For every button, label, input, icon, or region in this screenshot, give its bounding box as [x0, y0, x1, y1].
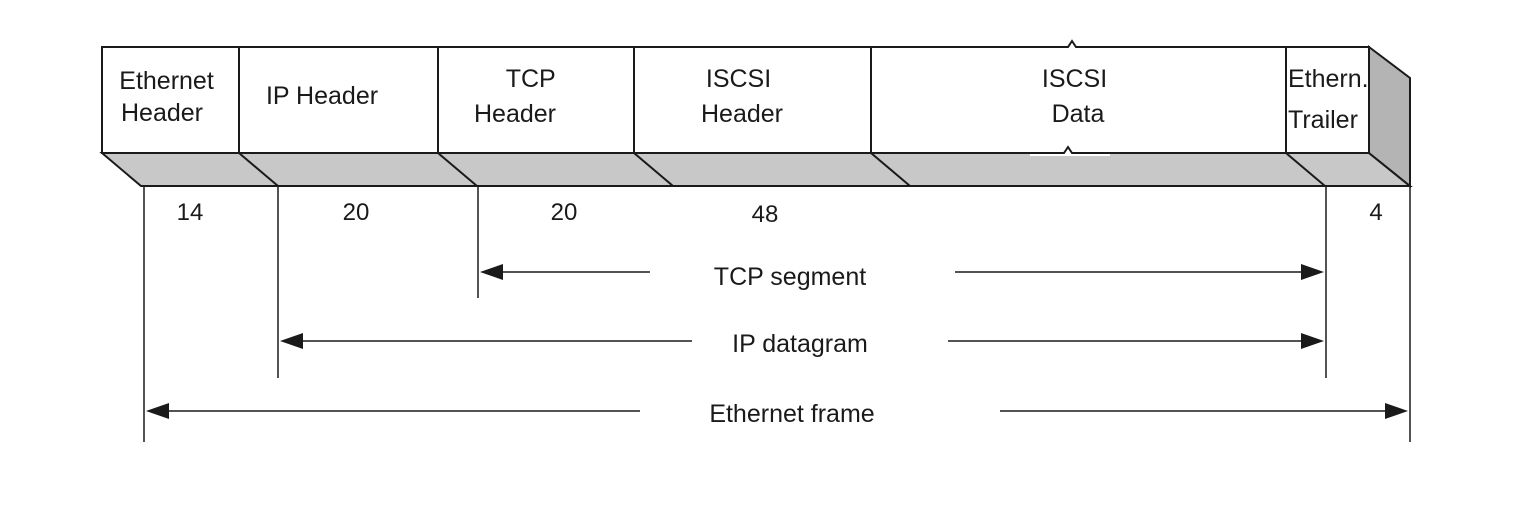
field-size-ethernet-header: 14 — [177, 199, 204, 226]
field-label-ip-header: IP Header — [266, 82, 378, 110]
ledge-divider — [870, 152, 911, 187]
arrowhead-left-icon — [146, 403, 169, 419]
frame-bottom-ledge — [99, 152, 1413, 187]
ledge-divider — [1285, 152, 1326, 187]
field-label-iscsi-header: ISCSI Header — [701, 65, 783, 128]
field-size-tcp-header: 20 — [551, 199, 578, 226]
tcp-segment-label: TCP segment — [714, 263, 866, 291]
arrowhead-left-icon — [280, 333, 303, 349]
break-mask-bottom — [1030, 150, 1110, 156]
ledge-divider — [633, 152, 674, 187]
break-mask-top — [1030, 44, 1110, 50]
field-label-ethernet-header: Ethernet Header — [119, 67, 220, 127]
field-box-iscsi-header — [633, 46, 872, 154]
arrowhead-left-icon — [480, 264, 503, 280]
arrowhead-right-icon — [1385, 403, 1408, 419]
field-label-tcp-header: TCP Header — [474, 65, 562, 128]
field-box-ip-header — [238, 46, 439, 154]
arrowhead-right-icon — [1301, 264, 1324, 280]
ip-datagram-label: IP datagram — [732, 330, 868, 358]
field-box-tcp-header — [437, 46, 635, 154]
field-label-ethernet-trailer: Ethern. Trailer — [1288, 65, 1376, 134]
break-mark-bottom-icon — [1030, 145, 1110, 154]
field-size-ip-header: 20 — [343, 199, 370, 226]
field-size-ethernet-trailer: 4 — [1369, 199, 1382, 226]
field-label-iscsi-data: ISCSI Data — [1042, 65, 1114, 128]
field-size-iscsi-header: 48 — [752, 201, 779, 228]
arrowhead-right-icon — [1301, 333, 1324, 349]
field-box-ethernet-trailer — [1285, 46, 1370, 154]
ledge-divider — [238, 152, 279, 187]
ledge-divider — [437, 152, 478, 187]
break-mark-top-icon — [1030, 39, 1110, 48]
ethernet-frame-label: Ethernet frame — [709, 400, 874, 428]
